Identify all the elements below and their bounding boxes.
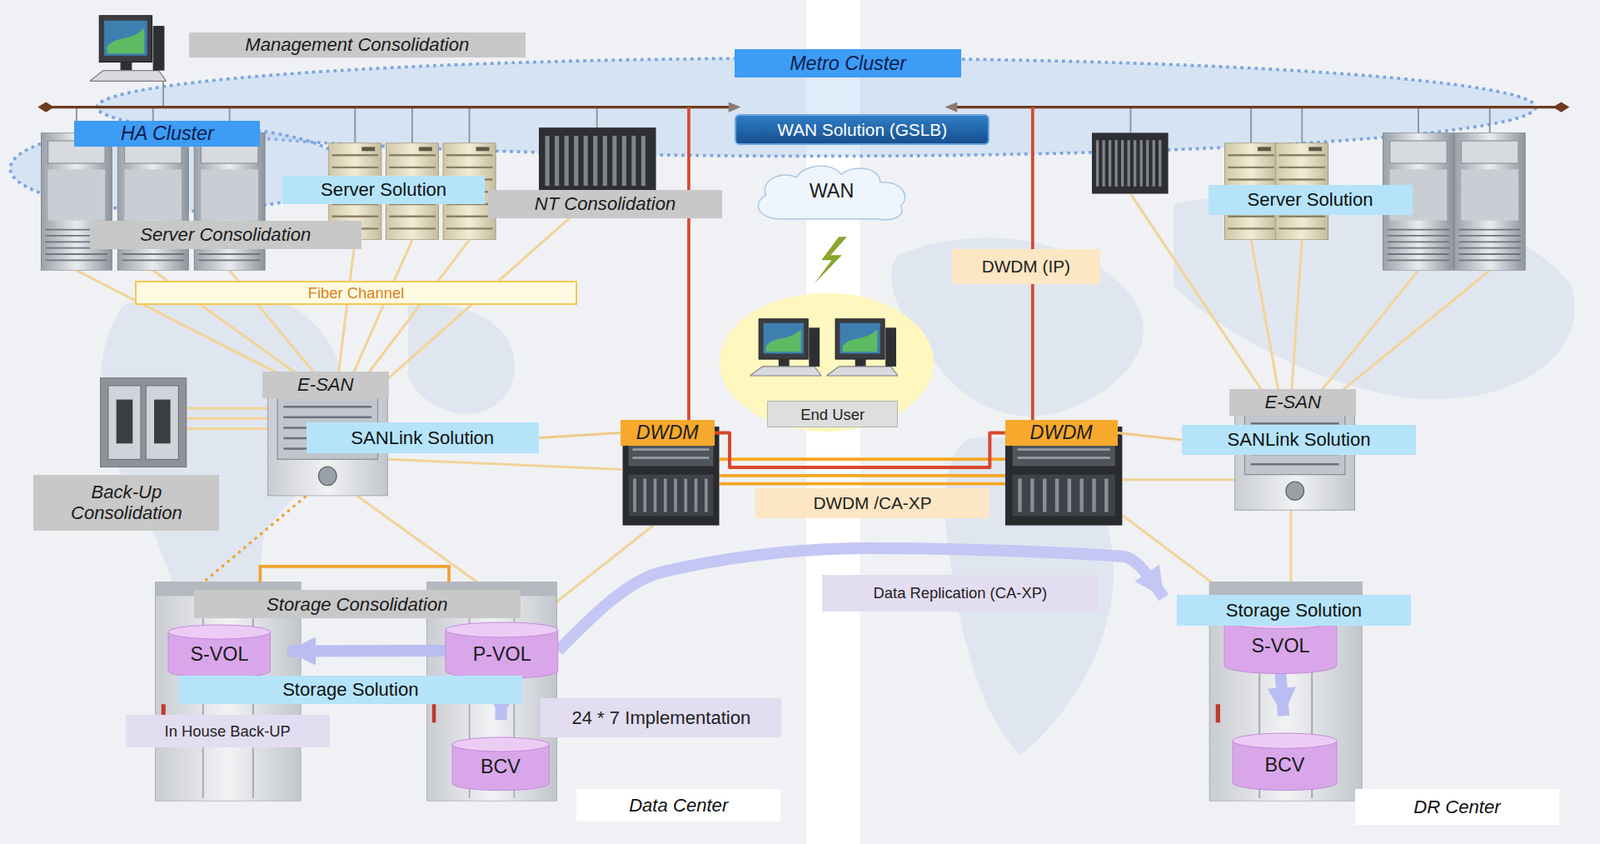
node-label: NT Consolidation — [534, 193, 676, 215]
note-box: In House Back-UP — [125, 714, 330, 748]
node-label: DWDM — [1030, 421, 1093, 444]
solution-box: SANLink Solution — [306, 422, 539, 454]
solution-box: Storage Solution — [178, 675, 523, 704]
node-label: BCV — [1264, 753, 1305, 777]
node-label: End User — [800, 405, 865, 424]
site-label: DR Center — [1355, 788, 1560, 825]
node-label: 24 * 7 Implementation — [571, 707, 751, 728]
connector — [558, 548, 1164, 651]
consolidation-tag: Storage Consolidation — [194, 589, 521, 619]
node-label: Storage Consolidation — [266, 593, 448, 615]
san-tag: E-SAN — [262, 371, 389, 399]
node-label: HA Cluster — [120, 122, 215, 145]
node-label: Back-Up Consolidation — [43, 481, 210, 524]
bus-drop — [76, 81, 1491, 143]
volume-cylinder: S-VOL — [168, 624, 271, 678]
link-tag: DWDM /CA-XP — [755, 488, 991, 519]
node-label: DWDM — [636, 421, 699, 444]
consolidation-tag: Management Consolidation — [189, 32, 526, 57]
dwdm-fiber — [719, 458, 1006, 484]
node-label: Data Center — [628, 794, 728, 816]
node-label: Management Consolidation — [244, 34, 469, 55]
consolidation-tag: Back-Up Consolidation — [33, 474, 220, 531]
node-label: Storage Solution — [282, 678, 419, 700]
node-label: DR Center — [1413, 796, 1501, 818]
node-label: Server Solution — [320, 179, 447, 200]
connector — [1117, 432, 1182, 440]
node-label: E-SAN — [1264, 391, 1321, 413]
cluster-tag: HA Cluster — [74, 120, 260, 148]
solution-box: SANLink Solution — [1181, 424, 1417, 456]
node-label: Metro Cluster — [789, 52, 907, 75]
connector — [538, 432, 621, 438]
backup-link — [204, 495, 307, 582]
cluster-tag: Metro Cluster — [734, 49, 962, 78]
node-label: Data Replication (CA-XP) — [873, 583, 1048, 602]
solution-box: WAN Solution (GSLB) — [734, 114, 990, 145]
end-user-area — [719, 293, 934, 433]
connector — [287, 644, 446, 658]
note-box: Data Replication (CA-XP) — [822, 574, 1098, 612]
wan-cloud: WAN — [749, 161, 913, 221]
fiber-wire — [76, 194, 1491, 603]
connector — [1280, 673, 1285, 717]
user-tag: End User — [767, 400, 898, 428]
volume-cylinder: P-VOL — [445, 622, 559, 678]
node-label: WAN Solution (GSLB) — [777, 119, 948, 140]
connector — [714, 432, 1006, 468]
dwdm-tag: DWDM — [620, 419, 715, 447]
san-tag: E-SAN — [1229, 388, 1356, 416]
node-label: E-SAN — [297, 373, 354, 395]
node-label: DWDM /CA-XP — [812, 493, 932, 514]
solution-box: Storage Solution — [1176, 594, 1412, 626]
wireless-bolt — [814, 236, 848, 284]
solution-box: Server Solution — [282, 175, 485, 205]
site-label: Data Center — [576, 788, 781, 822]
solution-box: Server Solution — [1208, 184, 1413, 216]
node-label: Fiber Channel — [308, 284, 405, 302]
node-label: P-VOL — [473, 642, 532, 666]
consolidation-tag: Server Consolidation — [89, 220, 362, 250]
node-label: WAN — [809, 179, 855, 203]
device-figure — [89, 14, 1363, 801]
fiber-band: Fiber Channel — [134, 280, 579, 305]
dwdm-tag: DWDM — [1005, 419, 1118, 447]
volume-cylinder: BCV — [452, 737, 549, 791]
node-label: Server Solution — [1247, 189, 1374, 210]
node-label: Storage Solution — [1226, 599, 1362, 621]
node-label: S-VOL — [1251, 634, 1311, 658]
note-box: 24 * 7 Implementation — [540, 697, 782, 738]
node-label: DWDM (IP) — [981, 256, 1071, 277]
server-figure — [40, 127, 1526, 270]
node-label: S-VOL — [189, 642, 249, 666]
link-tag: DWDM (IP) — [952, 249, 1101, 285]
volume-cylinder: BCV — [1232, 732, 1337, 791]
node-label: In House Back-UP — [164, 722, 291, 740]
node-label: Server Consolidation — [139, 224, 311, 245]
node-label: SANLink Solution — [350, 427, 494, 449]
node-label: BCV — [480, 755, 521, 778]
lan-bus — [37, 101, 1570, 112]
consolidation-tag: NT Consolidation — [488, 189, 723, 219]
node-label: SANLink Solution — [1227, 428, 1371, 450]
